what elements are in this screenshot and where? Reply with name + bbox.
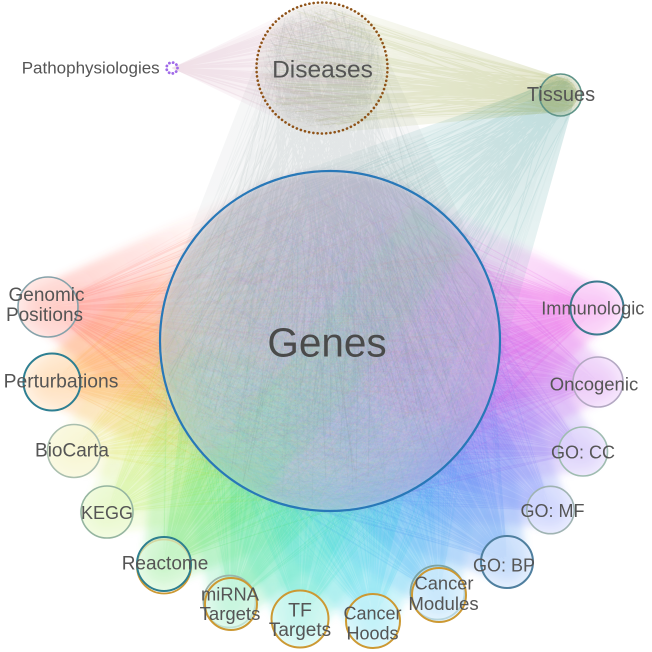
svg-text:Tissues: Tissues [527, 84, 595, 106]
svg-text:Pathophysiologies: Pathophysiologies [22, 59, 160, 78]
svg-text:Targets: Targets [269, 620, 331, 641]
svg-text:TF: TF [288, 600, 312, 622]
svg-text:GO: BP: GO: BP [473, 556, 535, 576]
svg-text:Perturbations: Perturbations [4, 372, 119, 393]
svg-text:Oncogenic: Oncogenic [550, 374, 638, 395]
svg-text:KEGG: KEGG [81, 503, 133, 523]
svg-text:GO: MF: GO: MF [521, 501, 585, 521]
svg-text:Hoods: Hoods [346, 624, 398, 644]
svg-text:Reactome: Reactome [122, 554, 209, 575]
svg-text:Cancer: Cancer [415, 573, 474, 594]
svg-text:Genes: Genes [267, 320, 386, 366]
svg-text:Immunologic: Immunologic [541, 299, 644, 319]
svg-text:Positions: Positions [6, 305, 83, 326]
svg-text:BioCarta: BioCarta [35, 441, 109, 462]
svg-text:miRNA: miRNA [201, 584, 260, 605]
svg-text:Diseases: Diseases [272, 57, 373, 84]
svg-text:Modules: Modules [408, 593, 478, 614]
svg-text:GO: CC: GO: CC [551, 443, 615, 463]
svg-text:Genomic: Genomic [8, 285, 84, 306]
svg-text:Cancer: Cancer [343, 604, 401, 624]
svg-text:Targets: Targets [200, 603, 261, 624]
